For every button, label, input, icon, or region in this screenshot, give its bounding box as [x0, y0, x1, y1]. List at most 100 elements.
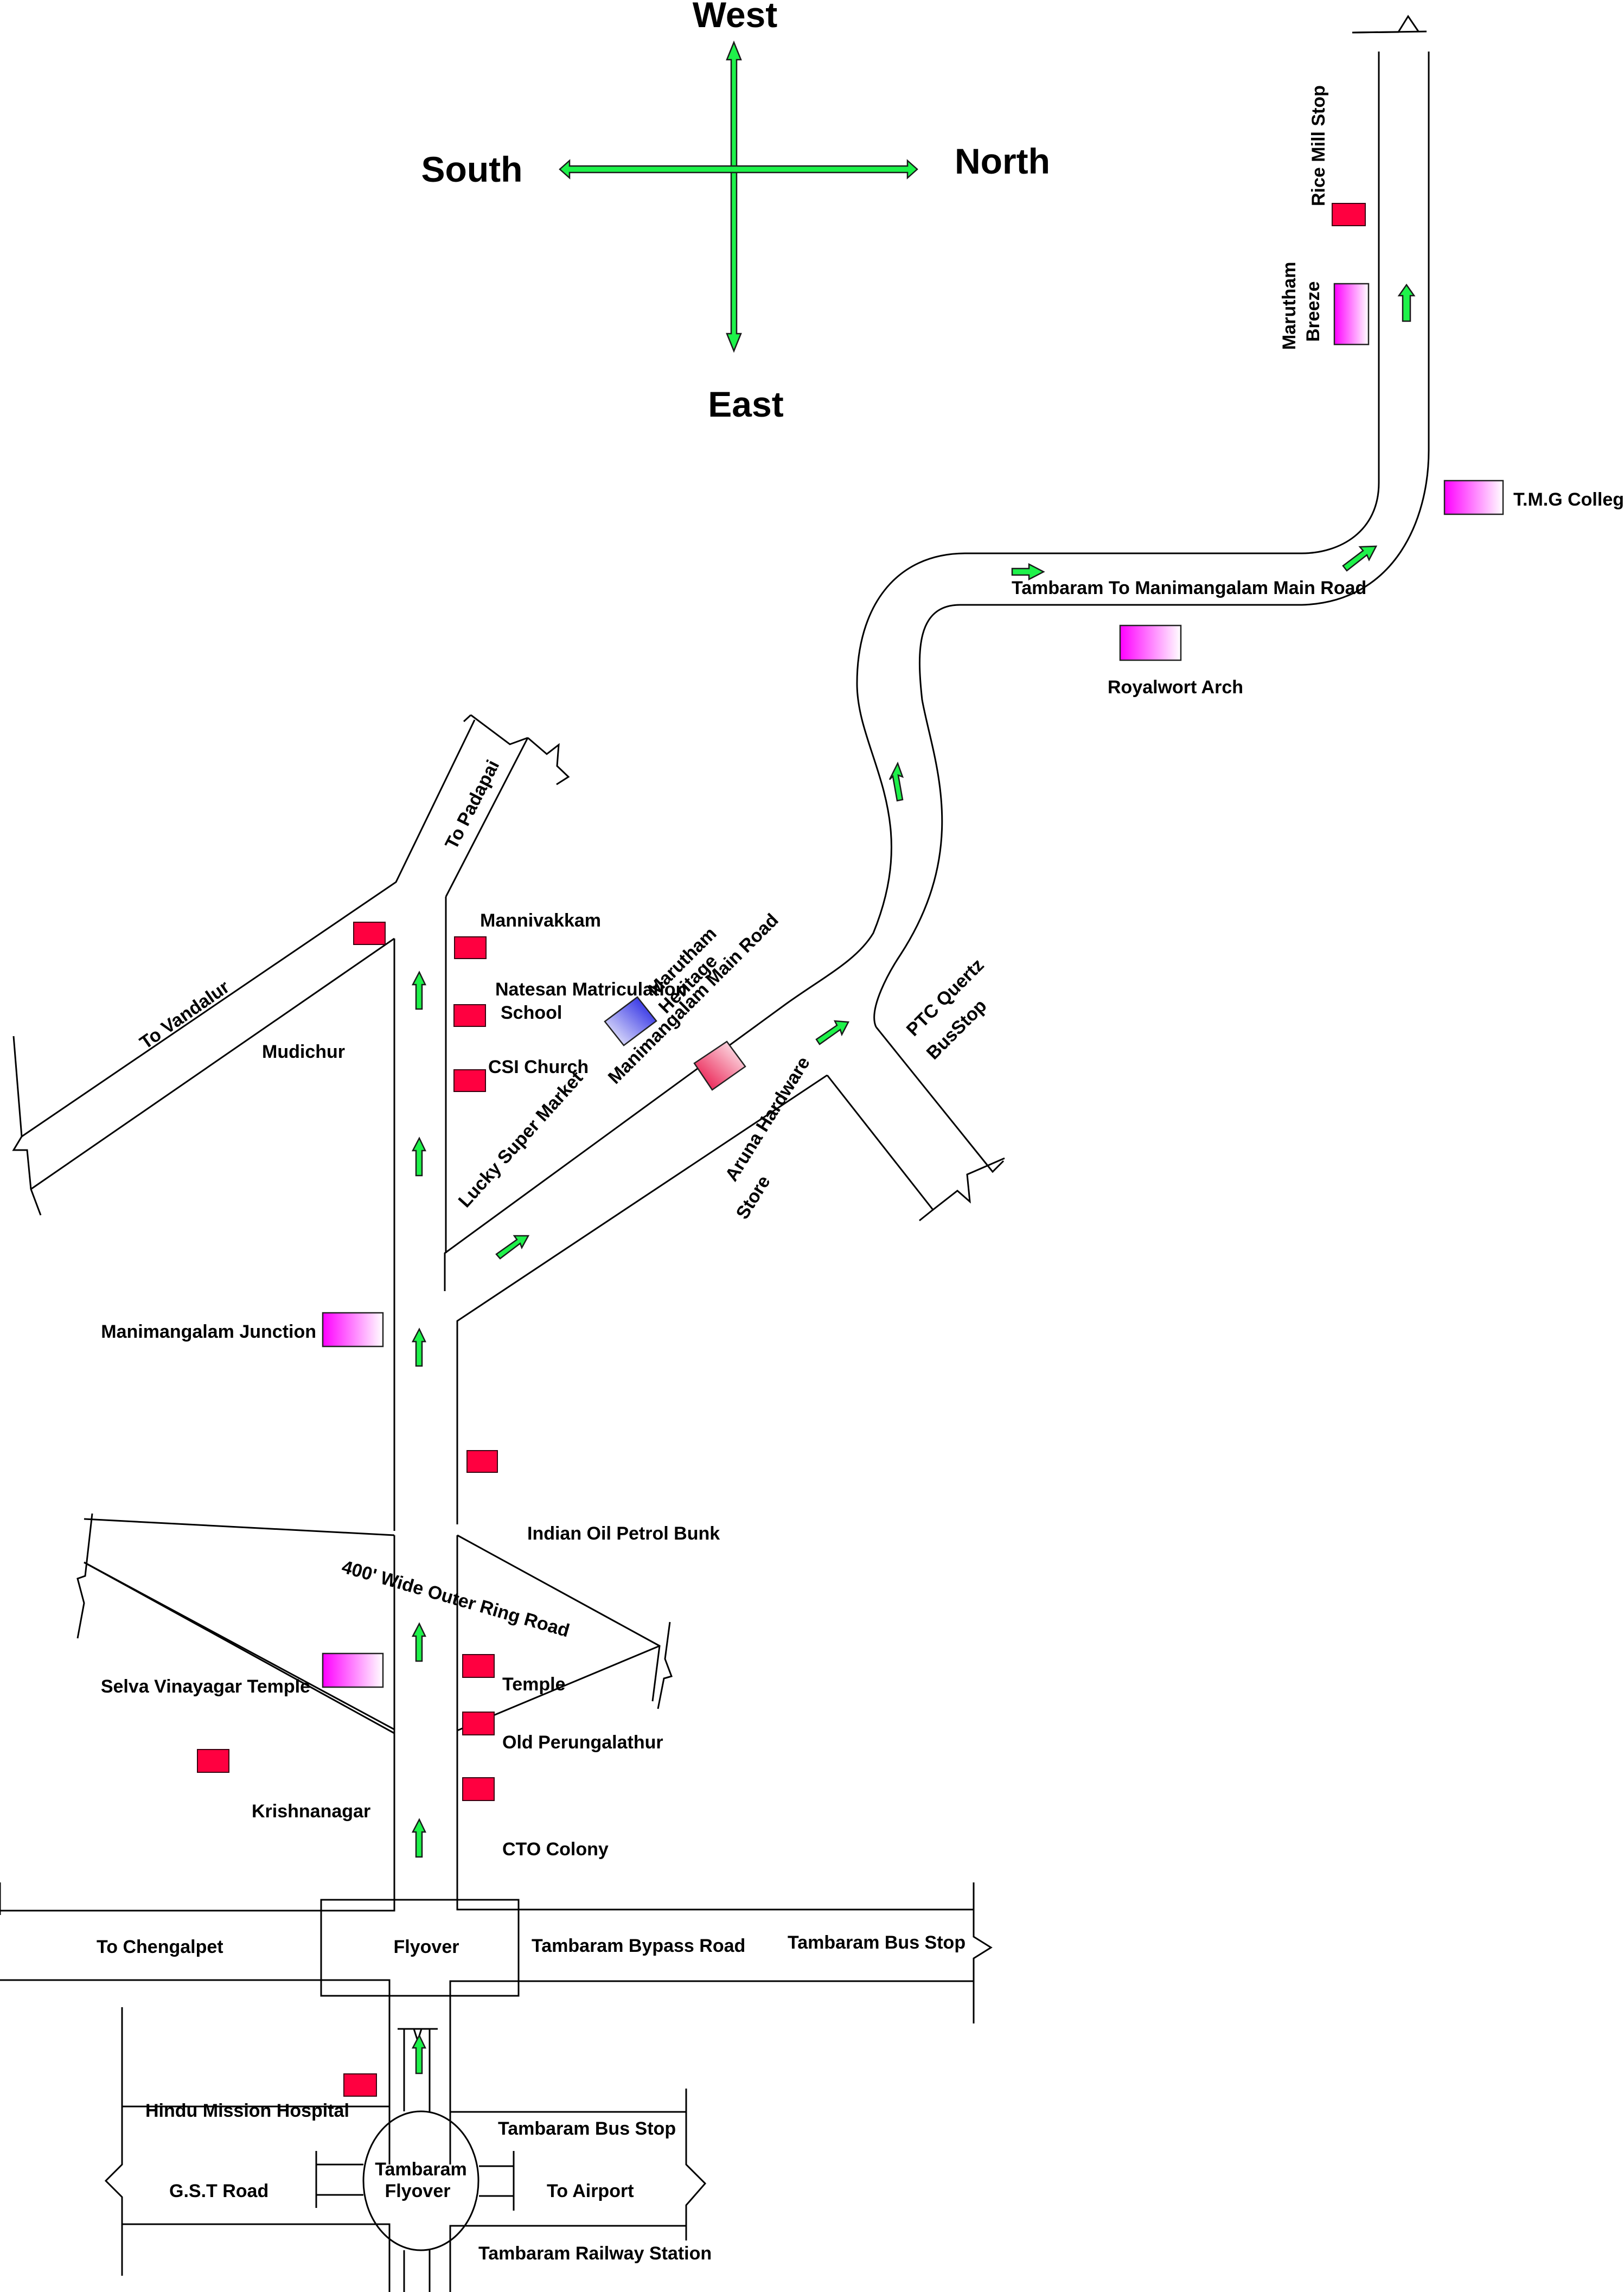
csi-church-marker[interactable]: [453, 1069, 486, 1092]
road-edge: [121, 2223, 391, 2292]
up-arrow-icon: [411, 1818, 426, 1858]
marutham-heritage-marker[interactable]: [604, 996, 657, 1046]
tambaram-flyover-circle: [362, 2110, 479, 2251]
compass-horizontal-arrow-icon: [559, 159, 918, 180]
temple-label: Temple: [502, 1674, 566, 1695]
road-edge: [449, 2225, 686, 2292]
old-perungalathur-marker[interactable]: [462, 1712, 495, 1735]
road-edge: [919, 1209, 934, 1222]
tmg-college-label: T.M.G College: [1513, 489, 1624, 510]
selva-vinayagar-label: Selva Vinayagar Temple: [101, 1676, 310, 1697]
compass-north-label: North: [955, 141, 1050, 181]
mannivakkam-label: Mannivakkam: [480, 910, 601, 931]
up-arrow-icon: [411, 1327, 426, 1367]
to-vandalur-label: To Vandalur: [136, 976, 233, 1053]
flyover-ramp: [315, 2151, 363, 2208]
diagonal-arrow-icon: [888, 761, 904, 802]
gst-road-label: G.S.T Road: [169, 2181, 268, 2201]
up-arrow-icon: [411, 1622, 426, 1662]
indian-oil-label: Indian Oil Petrol Bunk: [527, 1523, 720, 1544]
hindu-mission-marker[interactable]: [343, 2073, 377, 2097]
bypass-road-label: Tambaram Bypass Road: [532, 1936, 745, 1956]
tambaram-bus-stop-label-1: Tambaram Bus Stop: [788, 1932, 966, 1953]
marutham-breeze-marker[interactable]: [1333, 283, 1370, 346]
up-arrow-icon: [411, 971, 426, 1010]
hindu-mission-label: Hindu Mission Hospital: [145, 2101, 349, 2121]
road-edge: [0, 1877, 395, 1912]
up-arrow-icon: [1397, 283, 1416, 322]
natesan-label-1: Natesan Matriculation: [495, 979, 687, 1000]
royalwort-arch-marker[interactable]: [1119, 624, 1182, 661]
landmark-markers: [197, 203, 1504, 2097]
compass-east-label: East: [708, 384, 783, 424]
compass-south-label: South: [421, 149, 523, 189]
right-arrow-icon: [1011, 563, 1045, 581]
road-edge: [456, 1877, 974, 1911]
compass-west-label: West: [693, 0, 778, 35]
marutham-breeze-label-1: Marutham: [1279, 262, 1300, 350]
road-edge: [449, 1980, 974, 2165]
outer-ring-road-label: 400' Wide Outer Ring Road: [340, 1556, 572, 1641]
flyover-box: [320, 1899, 520, 1997]
road-edge: [826, 1075, 1005, 1211]
road-edge: [84, 1518, 395, 1536]
road-edge: [875, 1026, 1005, 1173]
tambaram-flyover-label-2: Flyover: [385, 2181, 451, 2201]
roads: [0, 15, 1430, 2292]
road-edge: [444, 52, 1380, 1291]
up-arrow-icon: [411, 2034, 426, 2074]
road-edge: [973, 1882, 993, 2023]
road-edge: [84, 1561, 395, 1734]
manimangalam-junction-label: Manimangalam Junction: [101, 1321, 316, 1342]
marutham-breeze-label-2: Breeze: [1303, 281, 1324, 342]
krishnanagar-label: Krishnanagar: [252, 1801, 370, 1822]
tmg-college-marker[interactable]: [1443, 480, 1504, 515]
flyover-ramp: [403, 2250, 431, 2292]
flyover-ramp: [398, 2028, 438, 2111]
manimangalam-junction-marker[interactable]: [322, 1312, 384, 1348]
road-edge: [12, 1036, 42, 1216]
royalwort-arch-label: Royalwort Arch: [1108, 677, 1243, 698]
natesan-school-marker[interactable]: [453, 1004, 486, 1027]
road-edge: [104, 2106, 123, 2224]
aruna-hardware-marker[interactable]: [693, 1040, 746, 1091]
road-edge: [873, 52, 1430, 1027]
diagonal-arrow-icon: [1342, 545, 1378, 572]
mudichur-marker[interactable]: [353, 922, 386, 945]
krishnanagar-marker[interactable]: [197, 1749, 229, 1773]
compass-vertical-arrow-icon: [726, 40, 742, 353]
labels: Rice Mill Stop Marutham Breeze T.M.G Col…: [97, 85, 1624, 2264]
to-chengalpet-label: To Chengalpet: [97, 1937, 223, 1957]
route-arrows: [411, 283, 1416, 2074]
tambaram-flyover-label-1: Tambaram: [375, 2159, 466, 2180]
road-edge: [685, 2089, 707, 2240]
flyover-ramp: [479, 2151, 515, 2211]
road-edge: [657, 1621, 673, 1709]
csi-church-label: CSI Church: [488, 1057, 589, 1077]
road-edge: [30, 937, 395, 1190]
rice-mill-stop-label: Rice Mill Stop: [1308, 85, 1329, 206]
cto-colony-marker[interactable]: [462, 1777, 495, 1801]
mudichur-label: Mudichur: [262, 1042, 345, 1062]
flyover-label: Flyover: [394, 1937, 459, 1957]
natesan-label-2: School: [501, 1003, 562, 1023]
tambaram-manimangalam-road-label: Tambaram To Manimangalam Main Road: [1012, 578, 1366, 598]
road-edge: [0, 1979, 391, 2165]
temple-marker[interactable]: [462, 1654, 495, 1678]
rice-mill-stop-marker[interactable]: [1332, 203, 1366, 226]
road-edge: [1352, 15, 1420, 34]
up-arrow-icon: [411, 1137, 426, 1177]
tambaram-railway-label: Tambaram Railway Station: [478, 2243, 712, 2264]
road-edge: [456, 1074, 828, 1524]
mannivakkam-marker[interactable]: [454, 936, 487, 959]
selva-vinayagar-marker[interactable]: [322, 1652, 384, 1688]
compass: West North South East: [421, 0, 1050, 424]
diagonal-arrow-icon: [495, 1235, 530, 1260]
road-edge: [76, 1513, 93, 1639]
indian-oil-marker[interactable]: [466, 1450, 498, 1473]
road-edge: [445, 737, 529, 897]
road-edge: [527, 737, 570, 786]
diagonal-arrow-icon: [815, 1020, 849, 1045]
tambaram-bus-stop-label-2: Tambaram Bus Stop: [498, 2118, 676, 2139]
